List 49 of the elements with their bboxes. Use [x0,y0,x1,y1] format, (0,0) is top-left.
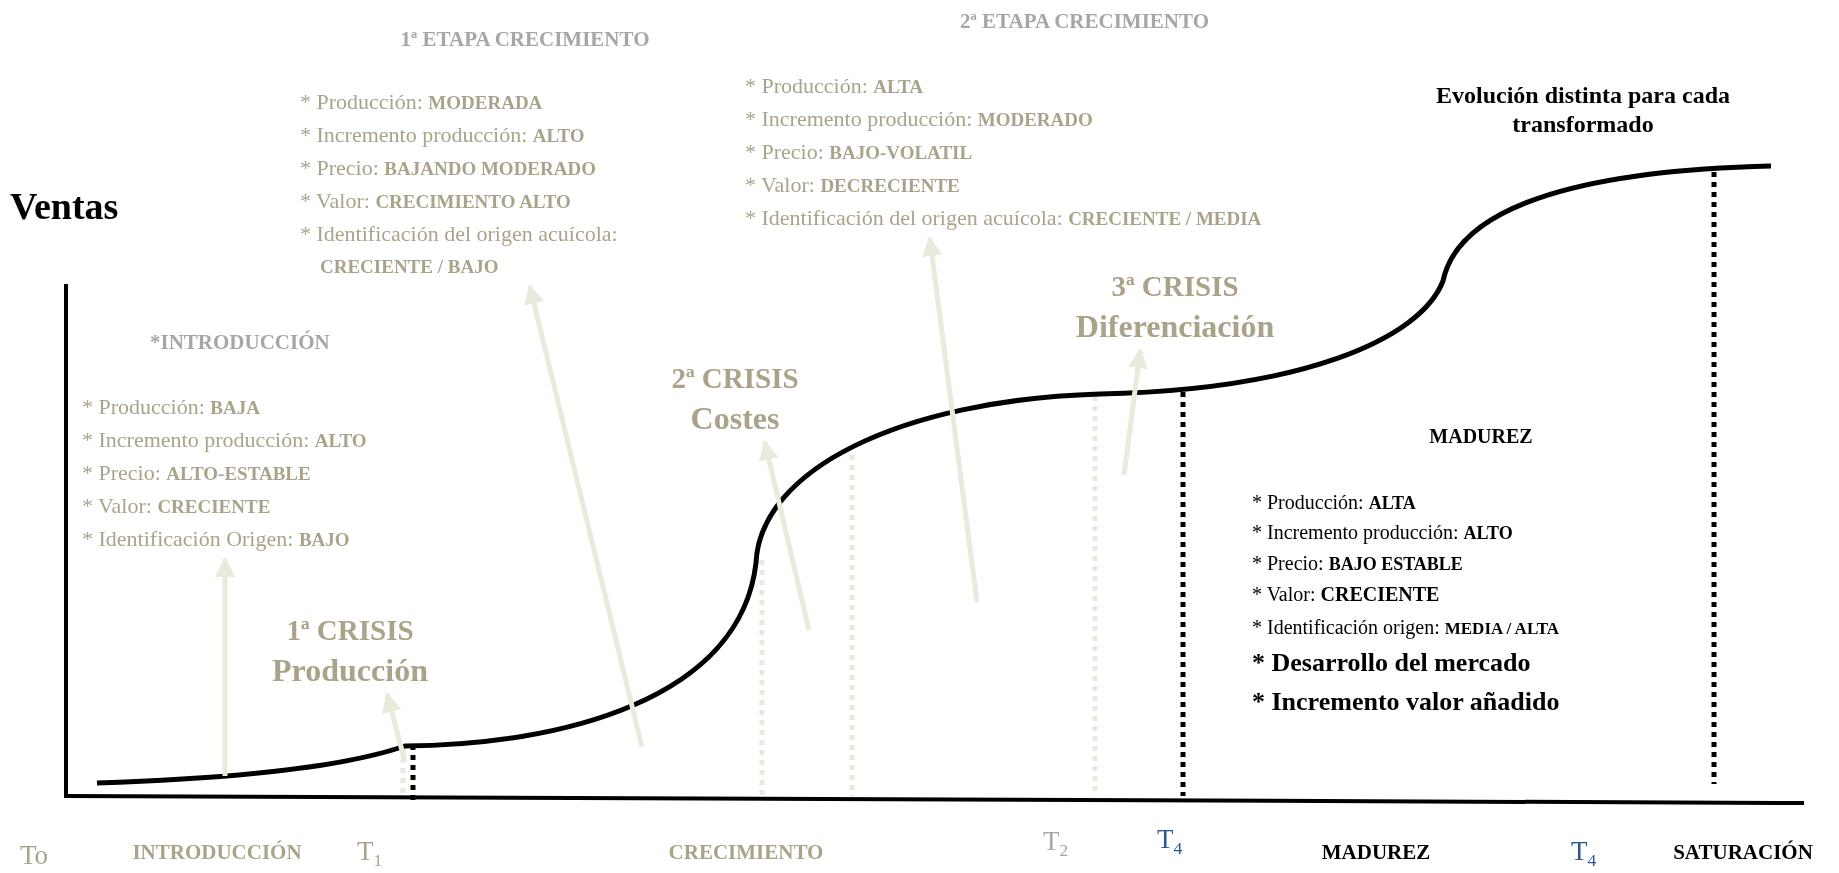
stage-characteristic: * Identificación del origen acuícola: CRECIENTE / BAJO [300,220,619,279]
arrow [922,236,980,603]
stage-heading: MADUREZ [1429,424,1533,448]
stage-characteristic: * Producción: BAJA [82,393,261,421]
stage-heading: 2ª ETAPA CRECIMIENTO [959,8,1210,35]
stage-characteristic: * Incremento producción: MODERADO [745,105,1094,133]
stage-characteristic: * Incremento producción: ALTO [82,426,368,454]
arrow [215,557,235,776]
arrow [382,692,408,763]
stage-characteristic: * Precio: BAJO-VOLATIL [745,138,974,166]
stage-characteristic: * Precio: BAJANDO MODERADO [300,154,597,182]
stage-characteristic: * Identificación origen: MEDIA / ALTA [1252,614,1560,640]
stage-characteristic: * Incremento producción: ALTO [300,121,586,149]
stage-characteristic: * Valor: CRECIENTE [82,492,272,520]
stage-characteristic: * Valor: CRECIMIENTO ALTO [300,187,572,215]
arrow [524,284,645,748]
stage-characteristic: * Desarrollo del mercado [1252,647,1531,679]
crisis-label: 2ª CRISIS [670,361,800,396]
stage-characteristic: * Precio: ALTO-ESTABLE [82,459,312,487]
stage-heading: 1ª ETAPA CRECIMIENTO [399,26,651,53]
stage-characteristic: * Identificación del origen acuícola: CRECIENTE / MEDIA [745,204,1263,232]
phase-label: SATURACIÓN [1673,840,1813,866]
phase-label: INTRODUCCIÓN [132,840,302,866]
time-marker: T$_{1}$ [357,834,383,872]
stage-characteristic: * Identificación Origen: BAJO [82,525,351,553]
phase-label: MADUREZ [1321,840,1431,866]
time-marker: T$_{4}$ [1571,834,1597,872]
time-marker: To [20,838,49,872]
stage-characteristic: * Incremento valor añadido [1252,686,1560,718]
crisis-label: 3ª CRISIS [1110,269,1240,304]
stage-characteristic: * Precio: BAJO ESTABLE [1252,550,1463,576]
stage-characteristic: * Valor: DECRECIENTE [745,171,961,199]
crisis-label: Costes [689,398,781,438]
stage-characteristic: * Incremento producción: ALTO [1252,519,1513,545]
stage-characteristic: * Valor: CRECIENTE [1252,582,1440,606]
stage-characteristic: * Producción: MODERADA [300,88,544,116]
crisis-label: Diferenciación [1074,306,1276,346]
arrow [759,440,812,631]
crisis-label: 1ª CRISIS [285,613,415,648]
annotation-text: Evolución distinta para cada transformado [1434,81,1731,139]
phase-label: CRECIMIENTO [668,840,824,866]
crisis-label: Producción [271,650,429,690]
arrow [1121,348,1148,476]
stage-characteristic: * Producción: ALTA [745,72,924,100]
stage-characteristic: * Producción: ALTA [1252,489,1416,515]
stage-heading: *INTRODUCCIÓN [149,329,331,356]
time-marker: T$_{2}$ [1043,824,1069,862]
time-marker: T$_{4}$ [1157,822,1183,860]
axis-label: Ventas [10,184,119,230]
